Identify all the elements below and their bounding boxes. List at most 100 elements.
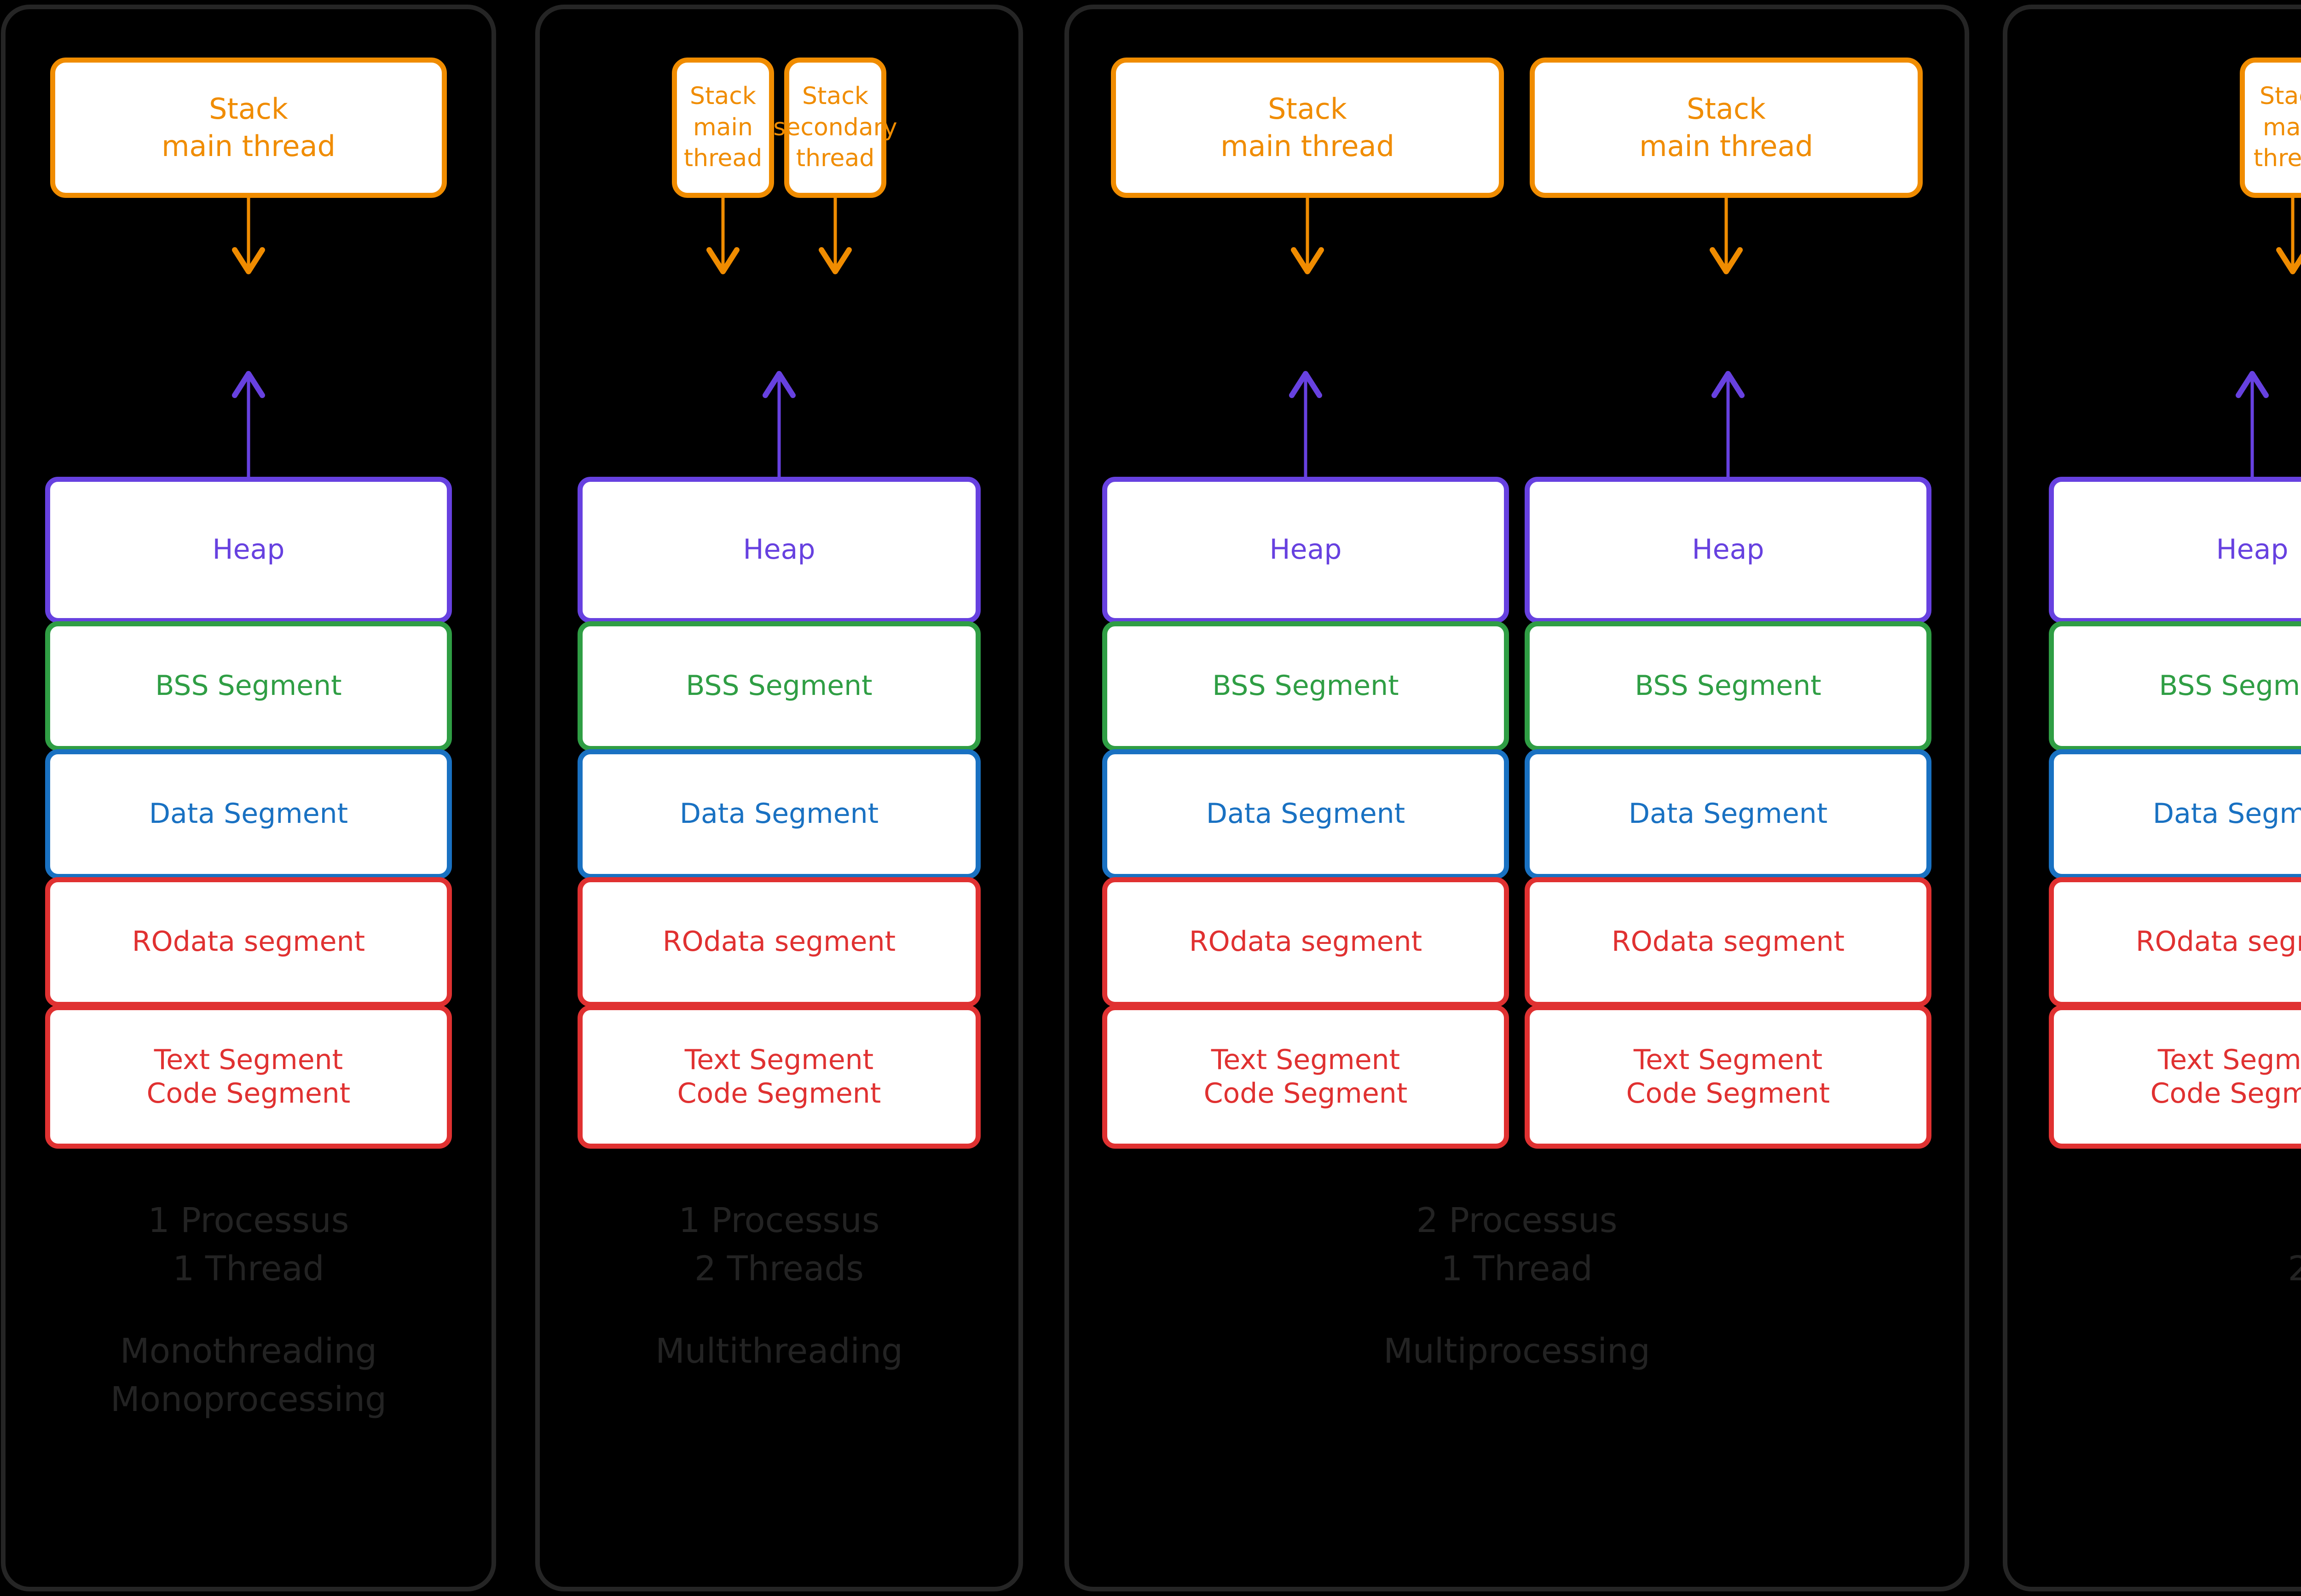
caption-line: 2 Processus bbox=[1416, 1201, 1618, 1240]
segment-label-line: BSS Segment bbox=[2159, 670, 2301, 702]
segment-label-line: ROdata segment bbox=[1189, 925, 1422, 958]
memory-segment-rodata-p3-c0[interactable]: ROdata segment bbox=[2049, 877, 2301, 1007]
segment-label-line: Data Segment bbox=[1206, 798, 1405, 830]
memory-segment-heap-p0-c0[interactable]: Heap bbox=[45, 477, 452, 623]
stack-grows-down-arrow bbox=[1710, 196, 1743, 274]
segment-label-line: Heap bbox=[212, 533, 285, 566]
segment-label-line: Heap bbox=[1269, 533, 1342, 566]
memory-segment-bss-p2-c1[interactable]: BSS Segment bbox=[1525, 621, 1931, 751]
caption-line: Multithreading bbox=[655, 1331, 903, 1371]
memory-segment-rodata-p0-c0[interactable]: ROdata segment bbox=[45, 877, 452, 1007]
stack-label-line: secondary bbox=[773, 113, 897, 141]
stack-label-line: main thread bbox=[1639, 129, 1813, 163]
memory-segment-rodata-p2-c0[interactable]: ROdata segment bbox=[1102, 877, 1509, 1007]
memory-segment-bss-p1-c0[interactable]: BSS Segment bbox=[578, 621, 981, 751]
segment-label-line: Code Segment bbox=[2150, 1077, 2301, 1110]
memory-segment-heap-p1-c0[interactable]: Heap bbox=[578, 477, 981, 623]
memory-segment-rodata-p2-c1[interactable]: ROdata segment bbox=[1525, 877, 1931, 1007]
segment-label-line: Data Segment bbox=[149, 798, 348, 830]
stack-label-line: Stack bbox=[802, 82, 868, 110]
caption-line: Multithreading bbox=[2007, 1376, 2301, 1424]
segment-label-line: Text Segment bbox=[154, 1043, 343, 1076]
memory-segment-heap-p3-c0[interactable]: Heap bbox=[2049, 477, 2301, 623]
segment-label-line: Code Segment bbox=[677, 1077, 881, 1110]
stack-grows-down-arrow bbox=[232, 196, 265, 274]
memory-segment-rodata-p1-c0[interactable]: ROdata segment bbox=[578, 877, 981, 1007]
heap-grows-up-arrow bbox=[1711, 371, 1745, 481]
memory-segment-data-p2-c1[interactable]: Data Segment bbox=[1525, 749, 1931, 879]
stack-label-line: thread bbox=[683, 145, 763, 173]
segment-label-line: BSS Segment bbox=[1635, 670, 1821, 702]
memory-segment-bss-p0-c0[interactable]: BSS Segment bbox=[45, 621, 452, 751]
caption-model: Multithreading bbox=[540, 1327, 1018, 1376]
caption-line: 1 Thread bbox=[1441, 1249, 1593, 1289]
stack-grows-down-arrow bbox=[2276, 196, 2301, 274]
memory-segment-bss-p2-c0[interactable]: BSS Segment bbox=[1102, 621, 1509, 751]
stack-label-line: main bbox=[693, 113, 753, 141]
stack-row: StackmainthreadStacksecondarythreadStack… bbox=[2007, 58, 2301, 198]
segment-label-line: Heap bbox=[743, 533, 815, 566]
memory-segment-heap-p2-c1[interactable]: Heap bbox=[1525, 477, 1931, 623]
caption-line: Multiprocessing bbox=[2007, 1327, 2301, 1376]
arrow-svg bbox=[2236, 196, 2301, 481]
caption-line: 1 Processus bbox=[678, 1201, 880, 1240]
stack-label-line: main bbox=[2263, 113, 2301, 141]
segment-label-line: Text Segment bbox=[1633, 1043, 1823, 1076]
arrow-layer bbox=[1069, 196, 1965, 481]
segment-label-line: ROdata segment bbox=[132, 925, 365, 958]
segment-label-line: Text Segment bbox=[2157, 1043, 2301, 1076]
memory-segment-bss-p3-c0[interactable]: BSS Segment bbox=[2049, 621, 2301, 751]
segment-label-line: Text Segment bbox=[684, 1043, 874, 1076]
segment-label-line: ROdata segment bbox=[2135, 925, 2301, 958]
stack-label-line: thread bbox=[2253, 145, 2301, 173]
memory-segment-data-p2-c0[interactable]: Data Segment bbox=[1102, 749, 1509, 879]
caption-line: 2 Processus bbox=[2007, 1197, 2301, 1245]
segment-label-line: Data Segment bbox=[1628, 798, 1828, 830]
segment-label-line: Code Segment bbox=[1626, 1077, 1830, 1110]
caption-model: MultiprocessingMultithreading bbox=[2007, 1327, 2301, 1424]
segment-label-line: BSS Segment bbox=[155, 670, 342, 702]
segment-label-line: ROdata segment bbox=[1611, 925, 1845, 958]
caption-line: 2 Threads bbox=[694, 1249, 864, 1289]
caption-counts: 1 Processus 2 Threads bbox=[540, 1197, 1018, 1293]
caption-model: Multiprocessing bbox=[1069, 1327, 1965, 1376]
memory-segment-data-p3-c0[interactable]: Data Segment bbox=[2049, 749, 2301, 879]
heap-grows-up-arrow bbox=[232, 371, 265, 481]
stack-grows-down-arrow bbox=[819, 196, 852, 274]
heap-grows-up-arrow bbox=[1289, 371, 1322, 481]
arrow-svg bbox=[1289, 196, 1745, 481]
memory-segment-heap-p2-c0[interactable]: Heap bbox=[1102, 477, 1509, 623]
segment-label-line: BSS Segment bbox=[1212, 670, 1399, 702]
segment-label-line: Data Segment bbox=[679, 798, 879, 830]
memory-segment-data-p1-c0[interactable]: Data Segment bbox=[578, 749, 981, 879]
memory-segment-data-p0-c0[interactable]: Data Segment bbox=[45, 749, 452, 879]
